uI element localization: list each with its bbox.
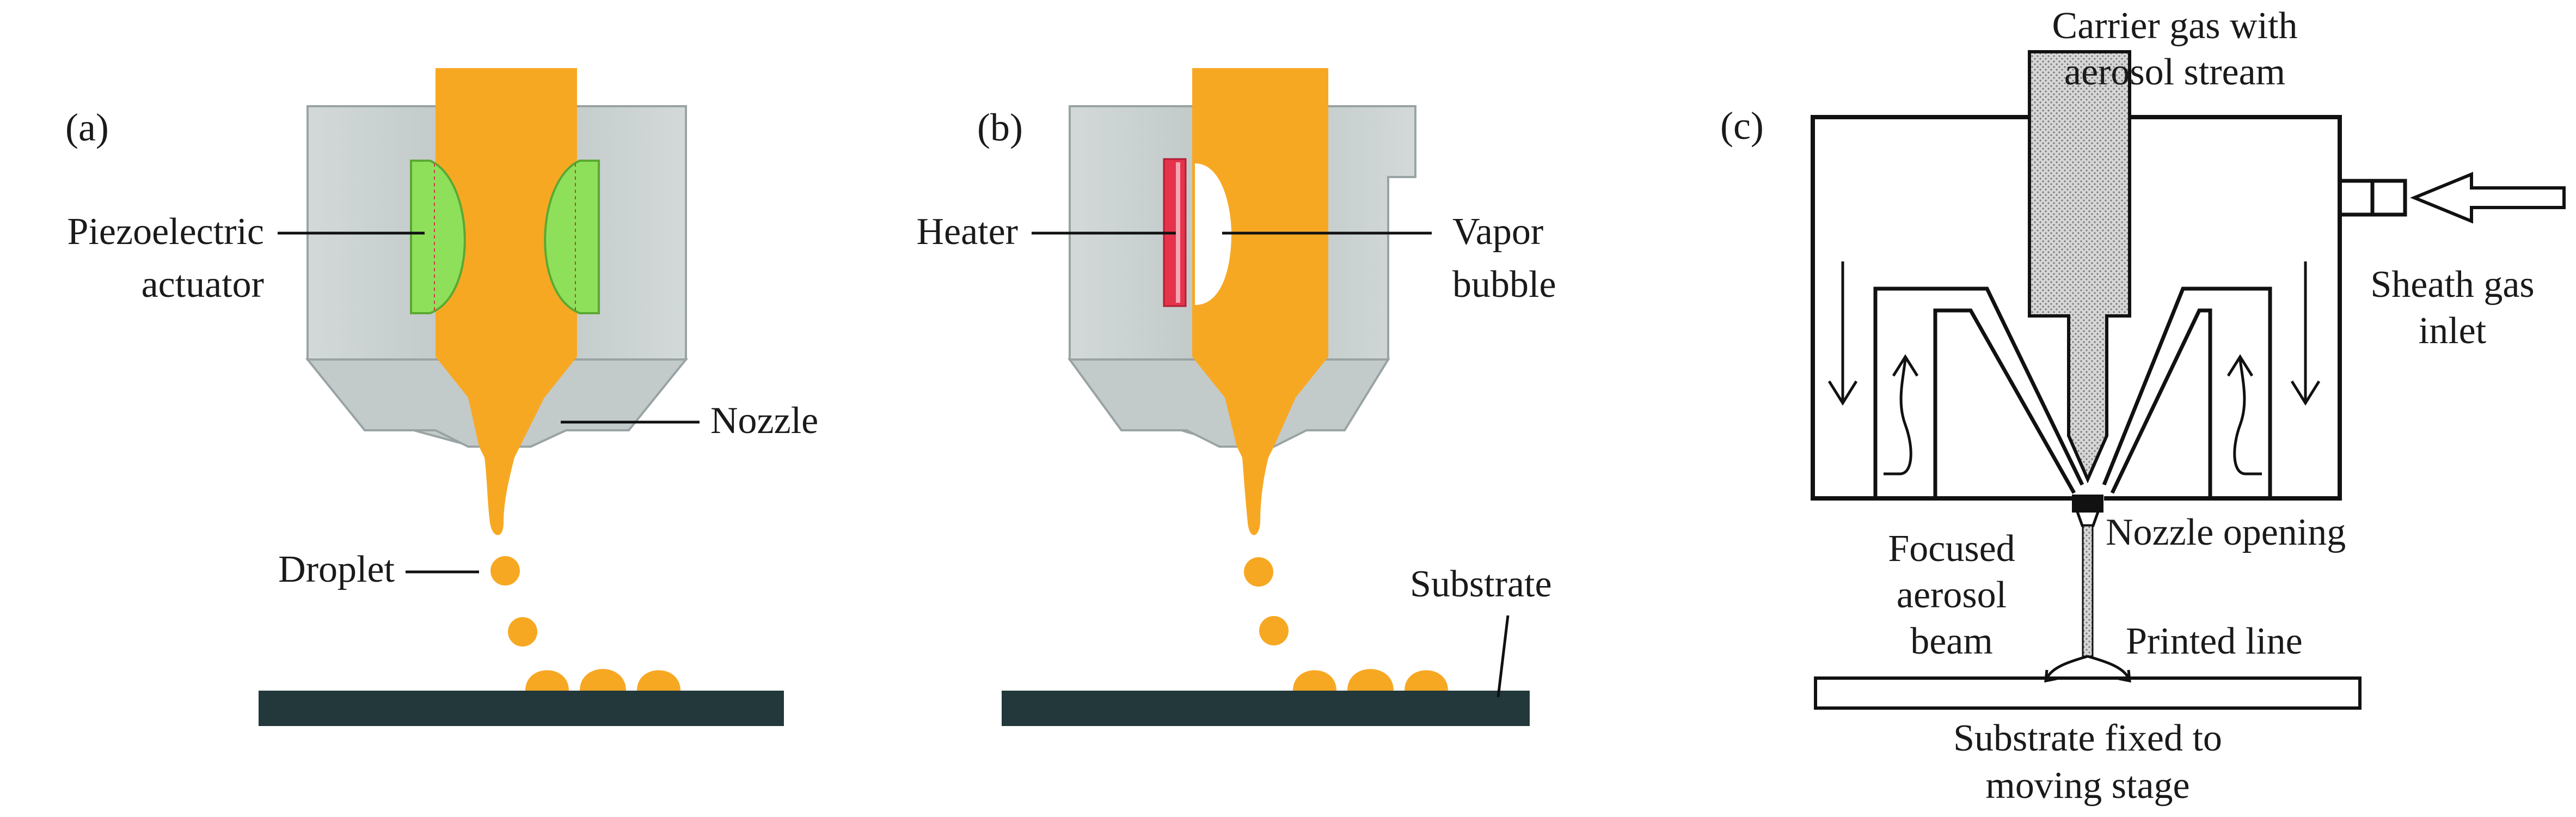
ink-channel-b [1192,68,1328,535]
heater-label: Heater [916,211,1018,253]
panel-c: (c) Ca [1720,5,2566,807]
nozzle-opening-label: Nozzle opening [2106,511,2346,553]
deposit-3-a [637,670,680,691]
panel-b: (b) Heater Vapor bubble Substrate [916,68,1556,726]
droplet-2-a [508,617,537,647]
carrier-label-line2: aerosol stream [2064,51,2285,93]
panel-a: (a) Piezoelectric actuator Nozzle Drople… [65,68,818,726]
ink-channel-a [436,68,577,535]
substrate-a [259,691,784,726]
inner-chamber-left [1873,286,2084,498]
carrier-gas-tube [2028,50,2131,484]
printed-line-splash [2045,655,2130,679]
sheath-housing [1811,115,2342,501]
substrate-label-c-line2: moving stage [1985,765,2189,807]
substrate-leader-b [1496,615,1510,698]
vapor-bubble [1195,163,1231,305]
focused-label-line2: aerosol [1897,574,2007,616]
substrate-c [1814,676,2362,710]
deposit-1-a [525,670,569,691]
panel-a-label: (a) [65,106,109,149]
carrier-label-line1: Carrier gas with [2052,5,2298,47]
sheath-gas-arrow [2410,172,2566,224]
piezo-actuator-left [410,160,466,314]
droplet-1-b [1244,557,1273,587]
panel-b-label: (b) [977,106,1023,149]
nozzle-label: Nozzle [710,400,818,442]
sheath-label-line2: inlet [2419,310,2487,352]
deposit-2-a [580,669,626,691]
bubble-label-line1: Vapor [1452,211,1543,253]
focused-label-line3: beam [1910,620,1993,662]
inner-chamber-right [2102,286,2272,498]
recirc-arrow-left [1884,359,1912,475]
deposit-1-b [1293,670,1336,691]
substrate-label-c-line1: Substrate fixed to [1953,717,2222,759]
panel-c-label: (c) [1720,104,1764,148]
piezo-label-line2: actuator [142,264,264,306]
piezo-label-line1: Piezoelectric [68,211,264,253]
substrate-b [1002,691,1530,726]
recirc-arrow-right [2233,359,2262,475]
deposit-2-b [1347,669,1394,691]
substrate-label-b: Substrate [1410,563,1552,605]
bubble-label-line2: bubble [1452,264,1556,306]
focused-label-line1: Focused [1888,528,2015,570]
droplet-2-b [1259,616,1289,645]
droplet-label: Droplet [278,548,395,590]
piezo-actuator-right [544,160,600,314]
nozzle-opening [2072,495,2103,513]
droplet-1-a [490,556,520,586]
sheath-label-line1: Sheath gas [2370,264,2534,306]
deposit-3-b [1404,670,1448,691]
focused-aerosol-beam [2082,525,2094,657]
printed-line-label: Printed line [2126,620,2303,662]
